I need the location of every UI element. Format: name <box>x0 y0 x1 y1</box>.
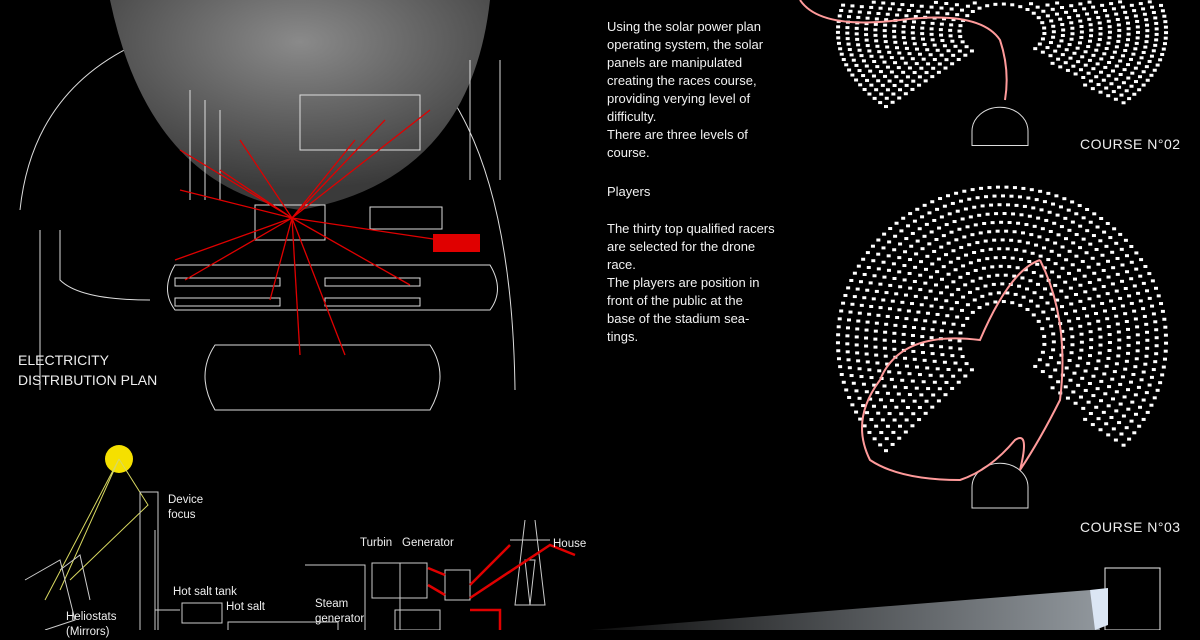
text-line: race. <box>607 257 636 272</box>
device-focus-label: Device focus <box>168 493 203 523</box>
label-line: generator <box>315 613 365 625</box>
text-line: are selected for the drone <box>607 239 756 254</box>
render-beam <box>590 590 1100 630</box>
label-line: Steam <box>315 598 349 610</box>
stadium <box>971 462 1029 509</box>
plan-title-line2: DISTRIBUTION PLAN <box>18 372 158 388</box>
power-schematic <box>24 445 550 630</box>
description-intro: Using the solar power plan operating sys… <box>607 18 763 162</box>
players-heading: Players <box>607 184 651 199</box>
course-03-label: COURSE N°03 <box>1080 519 1181 535</box>
course-02-path <box>799 0 1008 101</box>
text-line: providing verying level of <box>607 91 751 106</box>
power-lines <box>427 543 576 630</box>
text-line: The players are position in <box>607 275 760 290</box>
text-line: There are three levels of <box>607 127 748 142</box>
course-03-path <box>861 259 1064 482</box>
plan-title: ELECTRICITY DISTRIBUTION PLAN <box>18 350 157 390</box>
text-line: front of the public at the <box>607 293 743 308</box>
render-building <box>1104 567 1161 630</box>
course-02-label: COURSE N°02 <box>1080 136 1181 152</box>
text-line: operating system, the solar <box>607 37 764 52</box>
storage-block <box>433 234 480 252</box>
course-03-field <box>835 185 1169 453</box>
description-players: The thirty top qualified racers are sele… <box>607 220 775 346</box>
house-label: House <box>553 538 587 550</box>
stadium <box>971 106 1029 146</box>
turbin-label: Turbin <box>360 537 393 549</box>
label-line: Heliostats <box>66 611 117 623</box>
distribution-lines <box>174 109 441 356</box>
text-line: base of the stadium sea- <box>607 311 750 326</box>
pylon-icon <box>510 519 550 606</box>
heliostats-label: Heliostats (Mirrors) <box>66 610 117 640</box>
label-line: (Mirrors) <box>66 626 110 638</box>
text-line: Using the solar power plan <box>607 19 761 34</box>
label-line: Device <box>168 494 204 506</box>
text-line: creating the races course, <box>607 73 757 88</box>
label-line: focus <box>168 509 196 521</box>
course-fields <box>799 0 1169 509</box>
text-line: panels are manipulated <box>607 55 743 70</box>
hot-salt-tank-label: Hot salt tank <box>173 586 237 598</box>
text-line: difficulty. <box>607 109 657 124</box>
text-line: course. <box>607 145 650 160</box>
generator-label: Generator <box>402 537 454 549</box>
site-plan <box>19 0 516 411</box>
text-line: The thirty top qualified racers <box>607 221 775 236</box>
text-line: tings. <box>607 329 639 344</box>
steam-generator-label: Steam generator <box>315 597 364 627</box>
course-02-field <box>835 0 1169 109</box>
hot-salt-label: Hot salt <box>226 601 265 613</box>
plan-title-line1: ELECTRICITY <box>18 352 110 368</box>
